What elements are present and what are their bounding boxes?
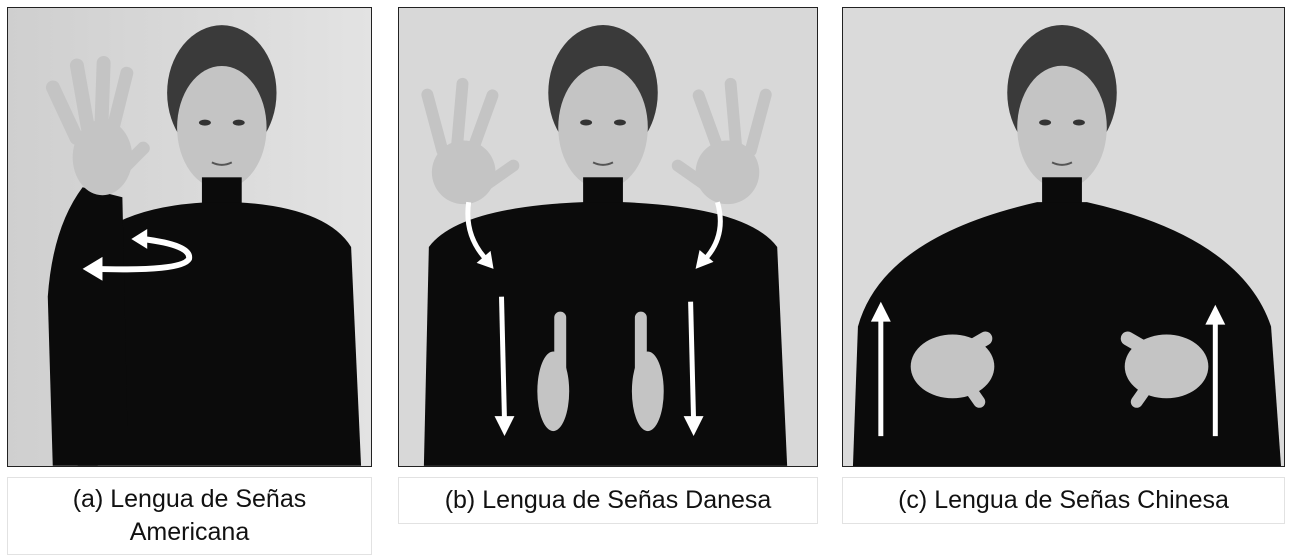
photo-panel-a (7, 7, 372, 467)
hand-twist-arrow-icon (82, 229, 192, 281)
caption-b: (b) Lengua de Señas Danesa (398, 477, 818, 524)
signer-photo-b (399, 8, 817, 466)
caption-c: (c) Lengua de Señas Chinesa (842, 477, 1285, 524)
signer-photo-c (843, 8, 1284, 466)
signer-photo-a (8, 8, 371, 466)
caption-text-a: (a) Lengua de Señas Americana (72, 485, 307, 546)
caption-text-b: (b) Lengua de Señas Danesa (444, 486, 772, 514)
caption-a: (a) Lengua de Señas Americana (7, 477, 372, 555)
photo-panel-b (398, 7, 818, 467)
hands-up-arrow-icon (870, 301, 1226, 437)
hands-down-arrow-icon (465, 201, 723, 437)
photo-panel-c (842, 7, 1285, 467)
caption-text-c: (c) Lengua de Señas Chinesa (898, 486, 1229, 514)
